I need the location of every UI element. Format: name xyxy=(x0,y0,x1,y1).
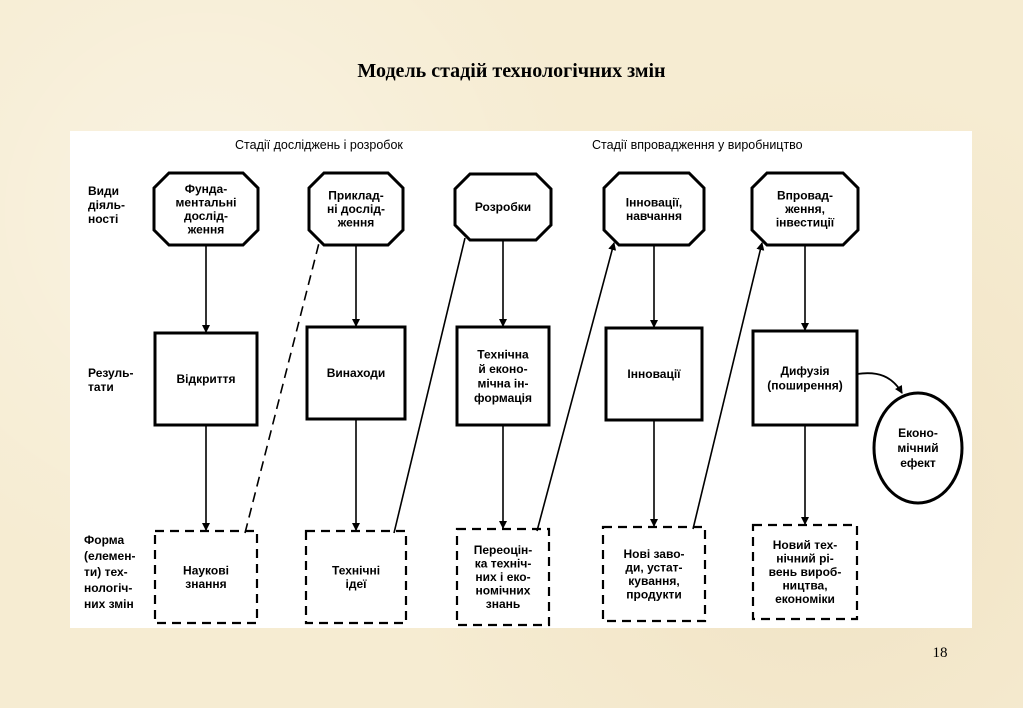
implementation-stages-header: Стадії впровадження у виробництво xyxy=(592,138,803,152)
result-box-2 xyxy=(305,325,407,421)
feedback-line-4-5 xyxy=(692,242,765,530)
form-box-4 xyxy=(601,525,707,623)
economic-effect-ellipse xyxy=(872,391,964,505)
activity-node-1 xyxy=(152,171,260,247)
activity-label-3: Розробки xyxy=(475,200,531,214)
activity-label-2: Приклад-ні дослід-ження xyxy=(327,189,385,230)
form-label-5: Новий тех-нічний рі-вень вироб-ництва,ек… xyxy=(769,538,842,606)
form-box-3 xyxy=(455,527,551,627)
form-box-2 xyxy=(304,529,408,625)
form-box-5 xyxy=(751,523,859,621)
result-label-2: Винаходи xyxy=(327,366,386,380)
research-stages-header: Стадії досліджень і розробок xyxy=(235,138,403,152)
result-box-4 xyxy=(604,326,704,422)
slide-title: Модель стадій технологічних змін xyxy=(357,60,666,82)
result-label-5: Дифузія(поширення) xyxy=(767,364,842,393)
feedback-line-3-4 xyxy=(536,242,617,532)
form-box-1 xyxy=(153,529,259,625)
activity-node-5 xyxy=(750,171,860,247)
diagram-panel: Стадії досліджень і розробок Стадії впро… xyxy=(70,131,972,628)
result-label-4: Інновації xyxy=(627,367,681,381)
activity-node-2 xyxy=(307,171,405,247)
form-label-4: Нові заво-ди, устат-кування,продукти xyxy=(623,547,684,602)
activity-label-4: Інновації,навчання xyxy=(626,195,682,223)
stages-diagram: Стадії досліджень і розробок Стадії впро… xyxy=(84,138,964,627)
result-box-5 xyxy=(751,329,859,427)
result-box-3 xyxy=(455,325,551,427)
activity-node-3 xyxy=(453,172,553,242)
row-label-results: Резуль-тати xyxy=(88,366,134,394)
diffusion-to-effect-arrow xyxy=(856,372,903,394)
activity-label-5: Впровад-ження,інвестиції xyxy=(776,189,835,230)
result-label-1: Відкриття xyxy=(176,372,235,386)
row-label-forms: Форма(елемен-ти) тех-нологіч-них змін xyxy=(84,533,135,611)
feedback-line-1-2 xyxy=(244,242,320,534)
page-number: 18 xyxy=(932,645,948,661)
activity-node-4 xyxy=(602,171,706,247)
feedback-line-2-3 xyxy=(393,237,466,534)
